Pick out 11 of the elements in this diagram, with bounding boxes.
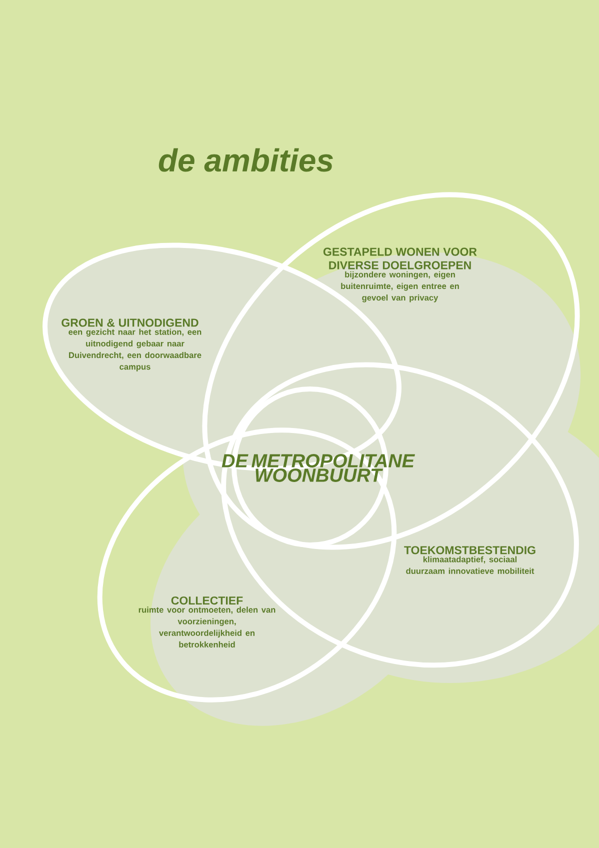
- heading: TOEKOMSTBESTENDIG: [404, 546, 536, 554]
- venn-ellipse: [222, 386, 415, 548]
- description: klimaatadaptief, sociaal duurzaam innovatieve mobiliteit: [406, 556, 534, 574]
- heading: COLLECTIEF: [171, 596, 243, 605]
- description: een gezicht naar het station, een uitnodigend gebaar naar Duivendrecht, een doorwaadbare campus: [68, 328, 202, 372]
- title: de ambities: [158, 148, 333, 172]
- heading: GESTAPELD WONEN VOOR DIVERSE DOELGROEPEN: [323, 248, 477, 270]
- description: ruimte voor ontmoeten, delen van voorzieningen, verantwoordelijkheid en betrokkenheid: [138, 606, 276, 648]
- heading: GROEN & UITNODIGEND: [62, 318, 198, 327]
- center-title: DE METROPOLITANE WOONBUURT: [222, 454, 415, 482]
- description: bijzondere woningen, eigen buitenruimte, eigen entree en gevoel van privacy: [341, 271, 459, 302]
